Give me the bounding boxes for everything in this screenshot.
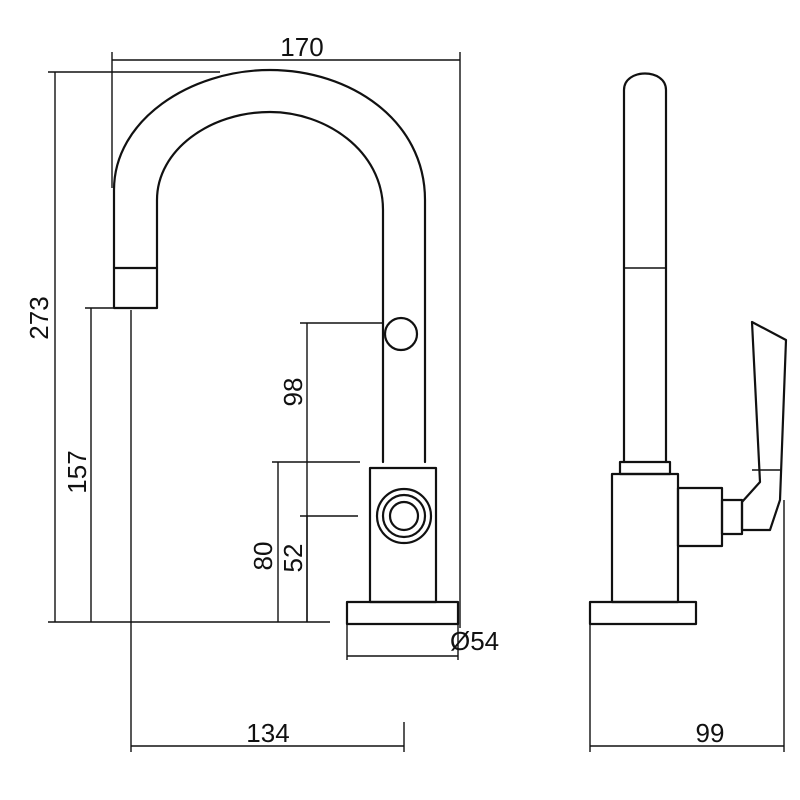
side-lever-handle — [740, 320, 788, 532]
front-view: 170 273 157 98 80 52 Ø54 134 — [24, 32, 499, 752]
dim-99-label: 99 — [696, 718, 725, 748]
dim-54-label: Ø54 — [450, 626, 499, 656]
spout-outer-contour — [112, 68, 427, 464]
side-spout-pipe — [622, 72, 668, 464]
dim-273-label: 273 — [24, 296, 54, 339]
side-handle-connector — [676, 486, 724, 548]
handle-pivot-inner — [388, 500, 420, 532]
aerator-nozzle — [112, 266, 159, 310]
handle-pivot-outer — [375, 487, 433, 545]
spout-inner-contour — [155, 110, 385, 464]
dim-98-label: 98 — [278, 378, 308, 407]
side-view: 99 — [588, 72, 788, 752]
dim-134-label: 134 — [246, 718, 289, 748]
dim-170-label: 170 — [280, 32, 323, 62]
side-collar — [618, 460, 672, 476]
side-base-plate — [588, 600, 698, 626]
base-plate — [345, 600, 460, 626]
handle-pivot-middle — [381, 493, 427, 539]
side-handle-stub — [720, 498, 744, 536]
dim-157-label: 157 — [62, 450, 92, 493]
swivel-knob — [383, 316, 419, 352]
side-valve-body — [610, 472, 680, 604]
dim-52-label: 52 — [278, 544, 308, 573]
dim-80-label: 80 — [248, 542, 278, 571]
